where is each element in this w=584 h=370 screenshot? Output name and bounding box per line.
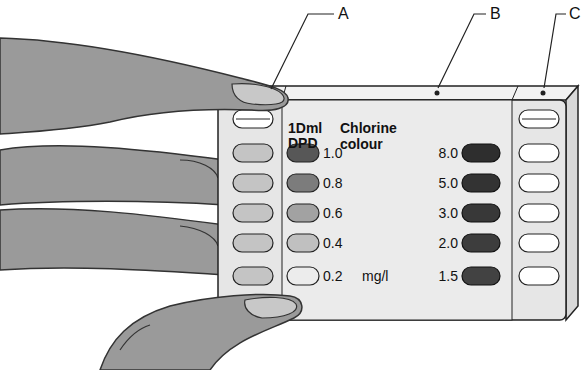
finger-nail xyxy=(232,84,284,105)
scale-value: 0.4 xyxy=(323,235,342,251)
knuckle-line xyxy=(180,160,218,178)
sample-window xyxy=(233,144,273,162)
sample-window xyxy=(519,267,559,285)
finger xyxy=(0,146,225,205)
dot xyxy=(435,91,440,96)
colour-swatch xyxy=(462,204,500,222)
sample-window xyxy=(519,234,559,252)
finger xyxy=(0,209,225,275)
divider xyxy=(512,86,518,100)
sample-window xyxy=(233,267,273,285)
scale-value: 0.2 xyxy=(323,268,342,284)
colour-swatch xyxy=(462,144,500,162)
scale-value: 1.0 xyxy=(323,145,342,161)
index-finger xyxy=(0,38,288,134)
water-line xyxy=(522,119,556,120)
colour-swatch xyxy=(287,174,319,192)
knuckle-line xyxy=(120,325,150,350)
callout-letter: C xyxy=(569,6,581,22)
sample-window xyxy=(519,110,559,128)
leader-line xyxy=(438,14,486,88)
scale-value: 5.0 xyxy=(400,175,458,191)
thumb xyxy=(100,294,302,370)
colour-swatch xyxy=(287,204,319,222)
leader-line xyxy=(544,14,566,88)
colour-swatch xyxy=(287,267,319,285)
sample-window xyxy=(519,204,559,222)
colour-panel xyxy=(282,100,512,320)
callout-letter: B xyxy=(490,6,501,22)
card-front xyxy=(218,100,566,320)
reagent-label: 1Dml xyxy=(288,120,322,136)
water-line xyxy=(236,119,270,120)
sample-window xyxy=(519,144,559,162)
knuckle-line xyxy=(180,226,218,246)
scale-value: 8.0 xyxy=(400,145,458,161)
leader-line xyxy=(271,14,334,89)
unit-label: mg/l xyxy=(362,268,388,284)
sample-window xyxy=(233,110,273,128)
scale-value: 0.8 xyxy=(323,175,342,191)
scale-value: 0.6 xyxy=(323,205,342,221)
colour-swatch xyxy=(462,174,500,192)
colour-swatch xyxy=(462,234,500,252)
sample-window xyxy=(519,174,559,192)
thumb-nail xyxy=(245,297,297,318)
colour-swatch xyxy=(287,234,319,252)
sample-window xyxy=(233,204,273,222)
scale-title: Chlorine colour xyxy=(340,120,412,152)
reagent-label: DPD xyxy=(288,135,318,151)
scale-value: 3.0 xyxy=(400,205,458,221)
scale-value: 1.5 xyxy=(400,268,458,284)
scale-value: 2.0 xyxy=(400,235,458,251)
sample-window xyxy=(233,174,273,192)
callout-letter: A xyxy=(338,6,349,22)
card-side-face xyxy=(566,86,578,320)
colour-swatch xyxy=(462,267,500,285)
dot xyxy=(541,91,546,96)
sample-window xyxy=(233,234,273,252)
